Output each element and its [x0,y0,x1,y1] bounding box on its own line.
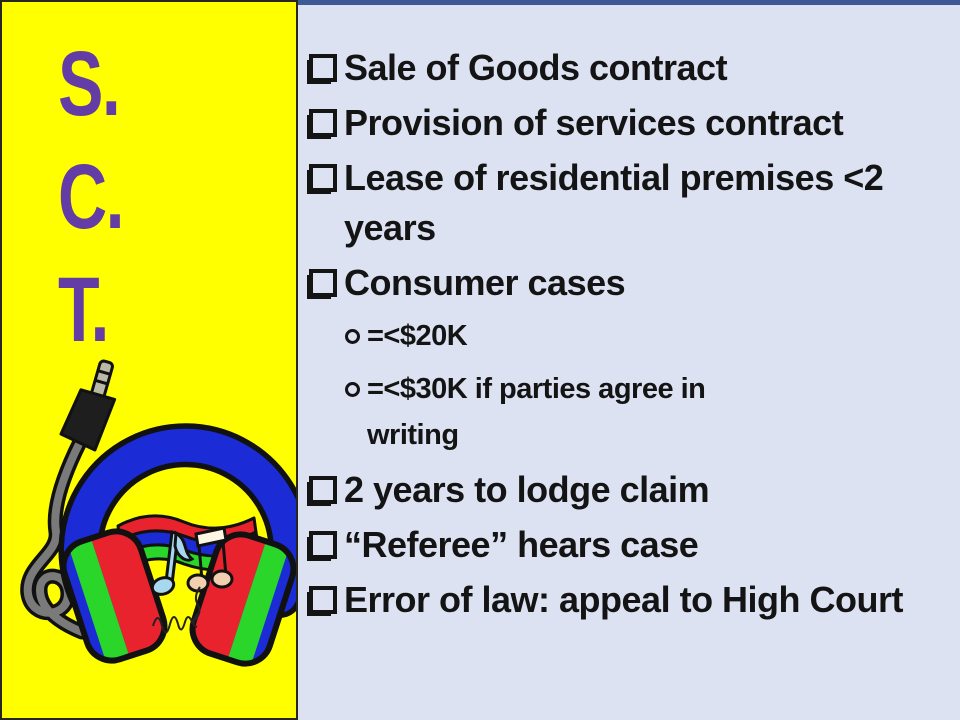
sub-bullet-item-text: =<$20K [367,320,468,352]
bullet-item-text: Provision of services contract [344,102,844,143]
checkbox-bullet-icon [309,531,337,559]
sub-bullet-item-text: =<$30K if parties agree in writing [367,373,706,451]
bullet-item: Provision of services contract [308,98,948,148]
checkbox-bullet-icon [309,476,337,504]
headphones-clipart-image [6,356,313,674]
sub-bullet-item: =<$20K [345,313,948,359]
title-line-c: C. [58,146,125,248]
bullet-item: Consumer cases [308,258,948,308]
ear-cup-right [185,527,301,671]
left-panel: S. C. T. [0,0,313,720]
bullet-item: Error of law: appeal to High Court [308,575,948,625]
audio-jack-icon [59,359,117,452]
bullet-list: Sale of Goods contract Provision of serv… [308,43,948,630]
signature-squiggle [152,586,201,634]
sub-bullet-item: =<$30K if parties agree in writing [345,366,948,458]
title-line-t: T. [58,259,109,361]
headband [58,423,313,618]
beamed-notes-icon [186,526,234,593]
bullet-item-text: Lease of residential premises <2 years [344,157,884,248]
circle-bullet-icon [345,329,360,344]
checkbox-bullet-icon [309,54,337,82]
bullet-item-text: 2 years to lodge claim [344,469,710,510]
slide-title-abbrev: S. C. T. [58,28,125,367]
checkbox-bullet-icon [309,269,337,297]
ear-cup-left [56,524,172,668]
bullet-item: 2 years to lodge claim [308,465,948,515]
bullet-item-text: “Referee” hears case [344,524,699,565]
checkbox-bullet-icon [309,164,337,192]
bullet-item-text: Sale of Goods contract [344,47,728,88]
title-line-s: S. [58,33,121,135]
checkbox-bullet-icon [309,109,337,137]
cable-icon [20,434,90,640]
bullet-item: Sale of Goods contract [308,43,948,93]
circle-bullet-icon [345,382,360,397]
top-accent-strip [0,0,960,5]
bullet-item: Lease of residential premises <2 years [308,153,948,253]
bullet-item-text: Error of law: appeal to High Court [344,579,904,620]
bullet-item-text: Consumer cases [344,262,626,303]
checkbox-bullet-icon [309,586,337,614]
bullet-item: “Referee” hears case [308,520,948,570]
music-note-icon [150,529,195,596]
